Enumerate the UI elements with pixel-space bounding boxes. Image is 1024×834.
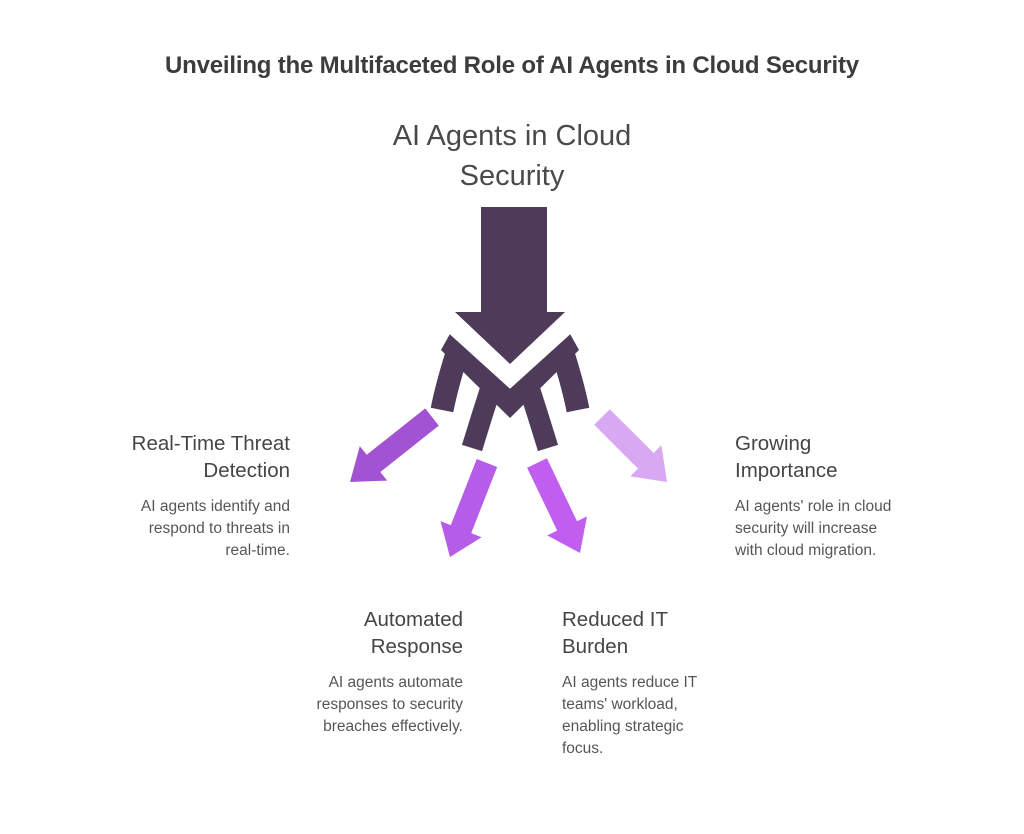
section-threat-detection-body: AI agents identify and respond to threat…	[140, 498, 290, 559]
section-reduced-it-burden: Reduced IT Burden AI agents reduce IT te…	[562, 606, 762, 760]
arrow-real-time-threat-detection	[350, 408, 439, 482]
section-automated-response: Automated Response AI agents automate re…	[263, 606, 463, 738]
section-reduced-it-burden-body: AI agents reduce IT teams' workload, ena…	[562, 674, 698, 757]
page-title: Unveiling the Multifaceted Role of AI Ag…	[165, 52, 859, 79]
trunk-finger-outer-right	[547, 334, 590, 413]
trunk-finger-inner-right	[515, 371, 559, 452]
arrow-automated-response	[440, 459, 498, 557]
section-automated-response-body: AI agents automate responses to security…	[316, 674, 463, 735]
trunk-finger-outer-left	[430, 334, 473, 413]
section-threat-detection-heading: Real-Time Threat Detection	[131, 432, 290, 482]
white-notch-shape	[441, 317, 579, 389]
trunk-arrow-shaft	[481, 207, 547, 312]
arrow-reduced-it-burden	[527, 458, 587, 553]
central-heading: AI Agents in Cloud Security	[392, 120, 632, 192]
trunk-arrow-head	[455, 312, 565, 364]
section-reduced-it-burden-heading: Reduced IT Burden	[562, 608, 668, 658]
section-threat-detection: Real-Time Threat Detection AI agents ide…	[90, 430, 290, 562]
section-growing-importance: Growing Importance AI agents' role in cl…	[735, 430, 935, 562]
section-growing-importance-body: AI agents' role in cloud security will i…	[735, 498, 892, 559]
section-growing-importance-heading: Growing Importance	[735, 432, 838, 482]
split-arrow-graphic	[350, 207, 667, 557]
section-automated-response-heading: Automated Response	[363, 608, 463, 658]
arrow-growing-importance	[594, 409, 667, 482]
trunk-finger-inner-left	[461, 371, 505, 452]
